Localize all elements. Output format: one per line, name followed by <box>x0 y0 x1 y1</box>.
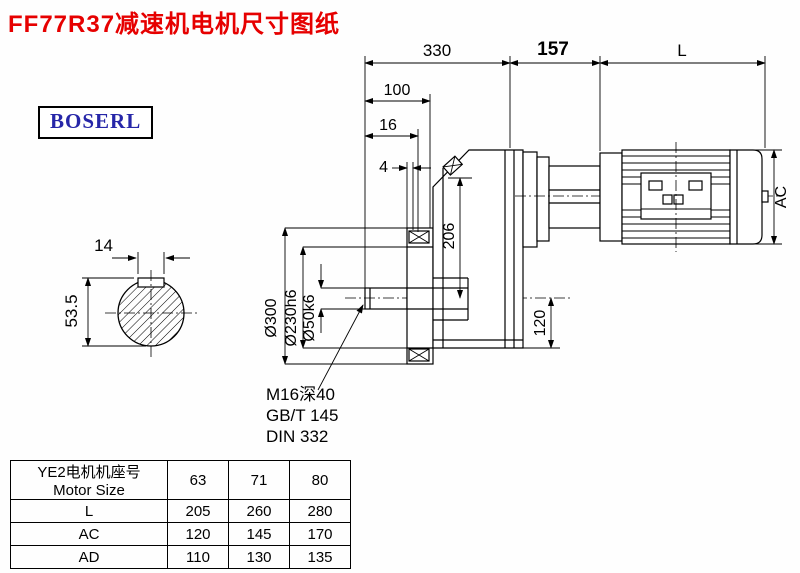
flange-bolt-hole-top <box>408 230 430 244</box>
flange-bolt-hole-bottom <box>408 348 430 362</box>
dim-AC: AC <box>773 186 790 208</box>
row-label: AD <box>10 545 168 569</box>
dim-dia-230: Ø230h6 <box>283 289 300 346</box>
adapter-flange <box>536 156 550 242</box>
page-title: FF77R37减速机电机尺寸图纸 <box>8 11 341 38</box>
table-row-AC: AC 120 145 170 <box>10 522 351 546</box>
table-header-cn: YE2电机机座号 <box>37 464 141 481</box>
dim-dia-50: Ø50k6 <box>301 294 318 341</box>
dimension-annotations: 330 157 L 100 16 4 206 120 <box>263 39 790 446</box>
gearmotor-side-view <box>345 142 782 365</box>
table-row-AD: AD 110 130 135 <box>10 545 351 569</box>
dim-16: 16 <box>379 117 397 134</box>
cell-AD-71: 130 <box>228 545 290 569</box>
note-thread: M16深40 <box>266 385 335 404</box>
fan-shaft-stub <box>761 190 769 203</box>
cell-AC-71: 145 <box>228 522 290 546</box>
thread-leader-line <box>317 304 364 391</box>
cell-AC-80: 170 <box>289 522 351 546</box>
dim-key-height: 53.5 <box>62 294 81 327</box>
cell-AD-80: 135 <box>289 545 351 569</box>
shaft-cross-section: 14 53.5 <box>62 236 198 358</box>
input-flange <box>522 151 538 248</box>
fan-cowl <box>729 149 763 245</box>
row-label: L <box>10 499 168 523</box>
table-header-cell: YE2电机机座号 Motor Size <box>10 460 168 500</box>
dim-L: L <box>677 41 686 60</box>
dim-4: 4 <box>379 159 388 176</box>
dim-157: 157 <box>537 39 569 60</box>
note-din: DIN 332 <box>266 427 328 446</box>
cell-L-80: 280 <box>289 499 351 523</box>
brand-text: BOSERL <box>50 109 142 133</box>
cell-L-71: 260 <box>228 499 290 523</box>
brand-logo: BOSERL <box>38 106 154 139</box>
table-row-L: L 205 260 280 <box>10 499 351 523</box>
dim-key-width: 14 <box>94 236 113 255</box>
motor-size-table: YE2电机机座号 Motor Size 63 71 80 L 205 260 2… <box>10 460 351 569</box>
row-label: AC <box>10 522 168 546</box>
housing-bolt <box>442 155 464 176</box>
dim-330: 330 <box>423 41 451 60</box>
cell-AC-63: 120 <box>167 522 229 546</box>
note-gbt: GB/T 145 <box>266 406 338 425</box>
size-71: 71 <box>228 460 290 500</box>
dim-206: 206 <box>441 223 458 250</box>
table-header-row: YE2电机机座号 Motor Size 63 71 80 <box>10 460 351 500</box>
cell-AD-63: 110 <box>167 545 229 569</box>
cell-L-63: 205 <box>167 499 229 523</box>
table-header-en: Motor Size <box>53 482 125 499</box>
adapter-housing <box>548 165 601 229</box>
output-flange <box>406 227 434 365</box>
output-shaft <box>364 287 408 310</box>
gearbox-housing <box>432 149 524 349</box>
size-63: 63 <box>167 460 229 500</box>
dim-100: 100 <box>384 82 411 99</box>
dim-120: 120 <box>532 310 549 337</box>
motor-flange <box>599 152 623 242</box>
size-80: 80 <box>289 460 351 500</box>
dim-dia-300: Ø300 <box>263 298 280 337</box>
